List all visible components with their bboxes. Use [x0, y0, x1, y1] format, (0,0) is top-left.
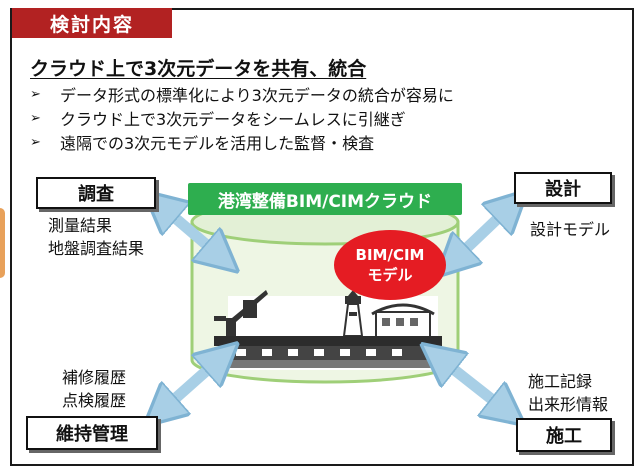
bullet-list: ➢ データ形式の標準化により3次元データの統合が容易に ➢ クラウド上で3次元デ… — [30, 82, 454, 154]
arrow-bullet-icon: ➢ — [30, 134, 41, 150]
bim-badge-line1: BIM/CIM — [355, 246, 425, 264]
survey-labels: 測量結果 地盤調査結果 — [48, 214, 144, 260]
maintenance-label-2: 点検履歴 — [62, 391, 127, 410]
survey-label-2: 地盤調査結果 — [48, 239, 145, 258]
section-title: 検討内容 — [12, 8, 172, 38]
bullet-text: クラウド上で3次元データをシームレスに引継ぎ — [60, 110, 406, 129]
design-label-1: 設計モデル — [530, 220, 611, 239]
construction-labels: 施工記録 出来形情報 — [528, 370, 608, 416]
cloud-title: 港湾整備BIM/CIMクラウド — [188, 183, 462, 215]
maintenance-box: 維持管理 — [26, 416, 158, 450]
construction-label-1: 施工記録 — [528, 372, 593, 391]
bullet-item: ➢ データ形式の標準化により3次元データの統合が容易に — [30, 82, 454, 106]
survey-box: 調査 — [36, 177, 156, 209]
bullet-text: データ形式の標準化により3次元データの統合が容易に — [60, 86, 454, 105]
bullet-item: ➢ 遠隔での3次元モデルを活用した監督・検査 — [30, 130, 454, 154]
left-edge-decoration — [0, 208, 5, 278]
survey-label-1: 測量結果 — [48, 216, 113, 235]
construction-box: 施工 — [516, 418, 612, 452]
design-box: 設計 — [514, 172, 612, 204]
maintenance-label-1: 補修履歴 — [62, 368, 127, 387]
port-illustration-icon — [214, 290, 442, 370]
bullet-text: 遠隔での3次元モデルを活用した監督・検査 — [60, 134, 375, 153]
construction-label-2: 出来形情報 — [528, 395, 609, 414]
bim-cim-model-badge: BIM/CIM モデル — [334, 230, 446, 300]
arrow-construction-cloud — [438, 357, 508, 412]
arrow-survey-cloud — [160, 205, 222, 258]
arrow-bullet-icon: ➢ — [30, 86, 41, 102]
headline: クラウド上で3次元データを共有、統合 — [30, 58, 367, 80]
design-labels: 設計モデル — [530, 218, 610, 241]
arrow-design-cloud — [452, 205, 512, 262]
bim-badge-line2: モデル — [367, 266, 413, 284]
bullet-item: ➢ クラウド上で3次元データをシームレスに引継ぎ — [30, 106, 454, 130]
arrow-maintenance-cloud — [160, 357, 222, 412]
arrow-bullet-icon: ➢ — [30, 110, 41, 126]
maintenance-labels: 補修履歴 点検履歴 — [62, 366, 126, 412]
